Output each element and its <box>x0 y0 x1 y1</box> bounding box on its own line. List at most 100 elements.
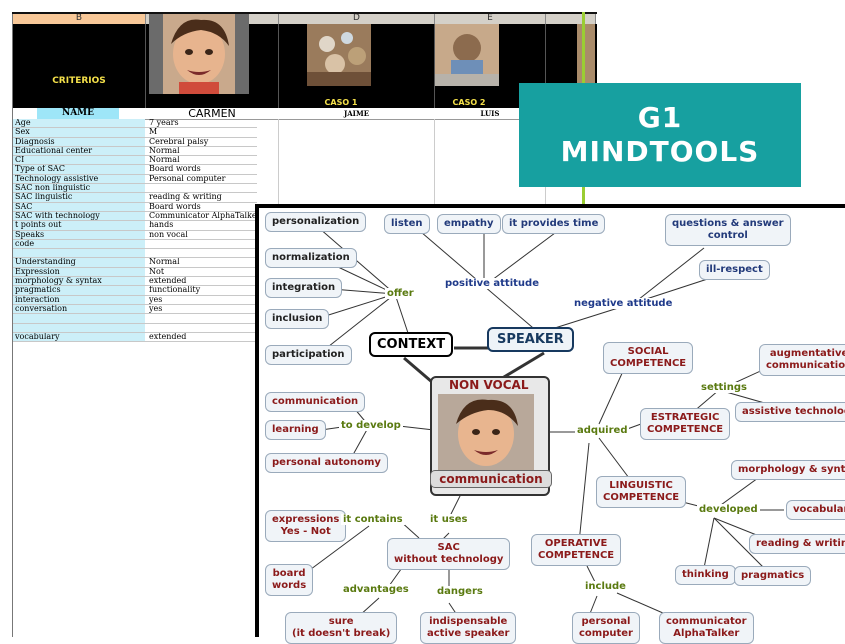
node-reading-writing[interactable]: reading & writing <box>749 534 845 554</box>
criteria-label-cell[interactable]: Age <box>13 119 145 128</box>
criteria-label-cell[interactable]: morphology & syntax <box>13 277 145 286</box>
criteria-value-cell[interactable]: Board words <box>149 165 201 174</box>
node-assistive-technology[interactable]: assistive technology <box>735 402 845 422</box>
criteria-value-cell[interactable]: Normal <box>149 146 180 155</box>
table-row: Type of SAC Board words <box>13 165 257 175</box>
criteria-value-cell[interactable]: reading & writing <box>149 193 222 202</box>
link-it-contains: it contains <box>341 514 405 525</box>
node-thinking[interactable]: thinking <box>675 565 736 585</box>
criteria-value-cell[interactable]: 7 years <box>149 119 179 127</box>
criteria-label-cell[interactable]: Technology assistive <box>13 174 145 184</box>
criteria-value-cell[interactable]: M <box>149 128 158 137</box>
node-social-competence[interactable]: SOCIAL COMPETENCE <box>603 342 694 374</box>
node-questions-answer[interactable]: questions & answer control <box>665 214 791 246</box>
node-speaker[interactable]: SPEAKER <box>487 327 574 352</box>
criteria-value-cell[interactable]: Normal <box>149 156 180 165</box>
criteria-value-cell[interactable] <box>147 324 259 332</box>
table-row: conversation yes <box>13 304 257 315</box>
criteria-label-cell[interactable]: vocabulary <box>13 332 145 342</box>
criteria-label-cell[interactable]: SAC non linguistic <box>13 184 145 193</box>
criteria-value-cell[interactable] <box>147 249 259 257</box>
node-operative-competence[interactable]: OPERATIVE COMPETENCE <box>531 534 622 566</box>
criteria-label-cell[interactable]: pragmatics <box>13 286 145 295</box>
criteria-label-cell[interactable]: SAC with technology <box>13 211 145 221</box>
criteria-label-cell[interactable]: Understanding <box>13 258 145 267</box>
node-sure[interactable]: sure (it doesn't break) <box>285 612 398 644</box>
name-jaime-cell[interactable]: JAIME <box>343 109 370 118</box>
node-inclusion[interactable]: inclusion <box>265 309 330 329</box>
criteria-label-cell[interactable]: SAC linguistic <box>13 193 145 202</box>
table-row: SAC with technology Communicator AlphaTal… <box>13 211 259 222</box>
node-communication[interactable]: communication <box>265 392 366 412</box>
node-augmentative[interactable]: augmentative communication <box>759 344 845 376</box>
node-expressions-line1: expressions <box>272 514 340 525</box>
center-photo <box>438 394 534 470</box>
node-normalization[interactable]: normalization <box>265 248 357 268</box>
node-learning[interactable]: learning <box>265 420 326 440</box>
criteria-value-cell[interactable]: Personal computer <box>149 174 226 183</box>
node-board-line1: board <box>272 568 306 579</box>
node-personalization[interactable]: personalization <box>265 212 367 232</box>
criteria-label-cell[interactable]: code <box>13 239 145 249</box>
criteria-value-cell[interactable]: extended <box>149 332 187 341</box>
node-vocabulary[interactable]: vocabulary <box>786 500 845 520</box>
node-personal-autonomy[interactable]: personal autonomy <box>265 453 388 473</box>
node-estrategic-competence[interactable]: ESTRATEGIC COMPETENCE <box>640 408 731 440</box>
criteria-label-cell[interactable]: Educational center <box>13 146 145 156</box>
node-context[interactable]: CONTEXT <box>369 332 454 357</box>
criteria-value-cell[interactable]: yes <box>149 295 163 304</box>
table-row: t points out hands <box>13 221 257 231</box>
node-morphology-syntax[interactable]: morphology & syntax <box>731 460 845 480</box>
criteria-value-cell[interactable]: Cerebral palsy <box>149 137 209 146</box>
name-luis-cell[interactable]: LUIS <box>480 109 500 118</box>
node-expressions[interactable]: expressions Yes - Not <box>265 510 347 542</box>
node-pragmatics[interactable]: pragmatics <box>734 566 812 586</box>
node-ill-respect[interactable]: ill-respect <box>699 260 770 280</box>
node-linguistic-competence[interactable]: LINGUISTIC COMPETENCE <box>596 476 687 508</box>
node-provides-time[interactable]: it provides time <box>502 214 606 234</box>
criteria-label-cell[interactable]: t points out <box>13 221 145 230</box>
criteria-label-cell[interactable]: SAC <box>13 202 145 211</box>
name-row: NAME CARMEN JAIME LUIS <box>13 108 597 120</box>
criteria-value-cell[interactable]: non vocal <box>149 230 188 239</box>
node-personal-computer[interactable]: personal computer <box>572 612 640 644</box>
node-participation[interactable]: participation <box>265 345 352 365</box>
criteria-value-cell[interactable] <box>147 184 259 192</box>
table-row <box>13 249 259 259</box>
criteria-label-cell[interactable] <box>13 249 145 258</box>
criteria-label-cell[interactable]: Type of SAC <box>13 165 145 174</box>
criteria-value-cell[interactable]: Normal <box>149 258 180 267</box>
criteria-value-cell[interactable]: functionality <box>149 286 201 295</box>
criteria-label-cell[interactable]: Sex <box>13 128 145 137</box>
criteria-label-cell[interactable]: interaction <box>13 295 145 304</box>
criteria-label-cell[interactable]: Diagnosis <box>13 137 145 146</box>
criteria-label-cell[interactable]: CI <box>13 156 145 165</box>
criteria-label-cell[interactable]: Speaks <box>13 230 145 239</box>
criteria-value-cell[interactable]: Not <box>149 267 165 276</box>
node-sac-without-technology[interactable]: SAC without technology <box>387 538 511 570</box>
node-communicator[interactable]: communicator AlphaTalker <box>659 612 754 644</box>
link-dangers: dangers <box>435 586 485 597</box>
node-indispensable[interactable]: indispensable active speaker <box>420 612 517 644</box>
node-indispensable-line1: indispensable <box>429 616 508 627</box>
name-header-cell[interactable]: NAME <box>37 108 119 119</box>
criteria-value-cell[interactable] <box>147 240 259 248</box>
criteria-value-cell[interactable]: hands <box>149 221 174 230</box>
spreadsheet: B D E CRITERIOS <box>12 12 597 637</box>
criteria-label-cell[interactable] <box>13 323 145 332</box>
node-integration[interactable]: integration <box>265 278 343 298</box>
node-estrategic-line1: ESTRATEGIC <box>650 412 720 423</box>
criteria-value-cell[interactable]: yes <box>149 304 163 313</box>
criteria-label-cell[interactable] <box>13 314 145 323</box>
criteria-value-cell[interactable]: Communicator AlphaTalker <box>149 211 259 220</box>
criteria-value-cell[interactable]: Board words <box>149 202 201 211</box>
node-listen[interactable]: listen <box>384 214 430 234</box>
node-board-words[interactable]: board words <box>265 564 314 596</box>
criteria-label-cell[interactable]: Expression <box>13 267 145 277</box>
criteria-value-cell[interactable] <box>147 314 259 322</box>
criteria-label-cell[interactable]: conversation <box>13 304 145 314</box>
criteria-value-cell[interactable]: extended <box>149 277 187 286</box>
name-carmen-cell[interactable]: CARMEN <box>188 107 236 120</box>
table-row: Speaks non vocal <box>13 230 257 240</box>
node-empathy[interactable]: empathy <box>437 214 501 234</box>
